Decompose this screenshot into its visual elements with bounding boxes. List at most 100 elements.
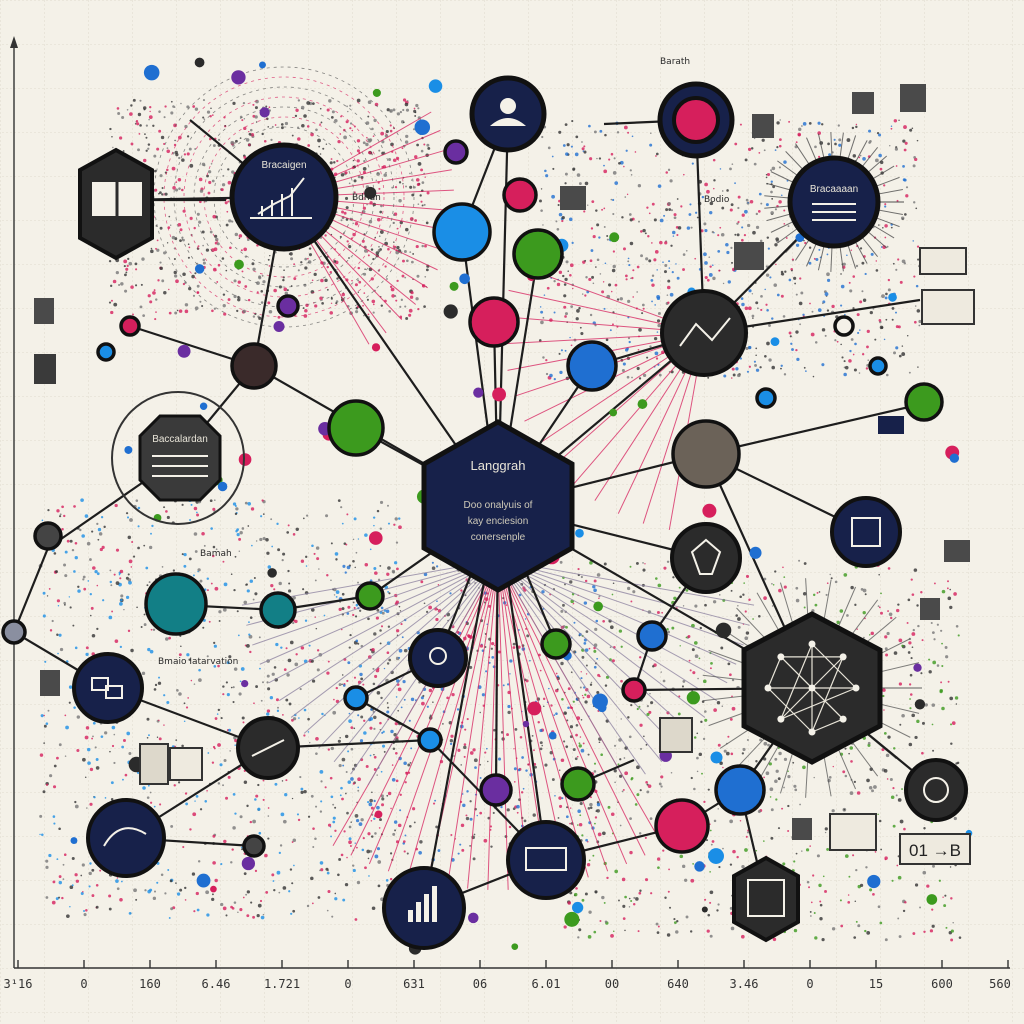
left-badge-node[interactable]: Baccalardan [111,391,245,525]
book-node[interactable] [78,147,154,261]
accent-dot [449,281,459,291]
texture-dot [115,879,119,883]
texture-dot [169,224,172,226]
accent-dot [428,79,443,93]
texture-dot [353,727,356,730]
texture-dot [745,835,748,838]
activity-node[interactable] [86,798,166,878]
texture-dot [744,636,749,641]
person-node[interactable] [469,75,547,153]
texture-dot [884,647,888,651]
texture-dot [803,366,806,369]
network-vertex [808,684,816,692]
texture-dot [402,840,406,843]
texture-dot [329,311,334,315]
spoke [268,559,499,684]
texture-dot [884,205,887,208]
texture-dot [39,833,41,836]
texture-dot [332,803,335,806]
texture-dot [267,565,272,569]
texture-dot [359,672,363,677]
spoke [497,559,646,775]
texture-dot [533,749,535,752]
texture-dot [928,658,931,661]
texture-dot [631,135,634,138]
texture-dot [541,744,543,747]
texture-dot [112,279,117,284]
texture-dot [344,734,349,739]
texture-dot [583,686,586,689]
texture-dot [379,629,382,632]
texture-dot [415,103,419,108]
texture-dot [196,291,199,294]
shield-node[interactable] [670,522,742,594]
texture-dot [755,225,760,230]
texture-dot [473,833,476,836]
spiral-node[interactable] [904,758,968,822]
texture-dot [322,147,325,150]
bar-chart-node[interactable] [382,866,466,950]
texture-dot [427,146,431,150]
texture-dot [254,106,258,110]
texture-dot [462,803,466,808]
texture-dot [580,671,582,673]
right-chart-node[interactable] [660,289,748,377]
network-node[interactable] [741,611,883,765]
texture-dot [539,728,543,733]
texture-dot [260,301,264,304]
award-node[interactable] [408,628,468,688]
texture-dot [507,710,511,715]
texture-dot [420,580,424,584]
texture-dot [901,788,903,790]
texture-dot [692,863,694,865]
texture-dot [169,879,173,883]
texture-dot [824,334,827,337]
texture-dot [111,135,113,138]
texture-dot [682,605,685,607]
texture-dot [789,335,792,338]
texture-dot [575,135,579,139]
texture-dot [864,593,867,596]
small-box [40,670,60,696]
texture-dot [667,279,671,283]
texture-dot [645,781,648,784]
texture-dot [785,237,788,239]
texture-dot [338,683,342,687]
accent-dot [196,873,211,888]
frame-node[interactable] [830,496,902,568]
texture-dot [625,274,628,278]
target-node[interactable] [657,81,735,159]
texture-dot [145,124,148,127]
texture-dot [874,338,877,341]
rider-node[interactable] [236,716,300,780]
texture-dot [707,376,710,379]
screen-node[interactable] [506,820,586,900]
texture-dot [293,263,296,266]
texture-dot [737,625,741,629]
team-node[interactable] [72,652,144,724]
texture-dot [179,228,183,232]
texture-dot [241,119,244,122]
texture-dot [373,817,376,821]
texture-dot [233,294,237,299]
texture-dot [759,738,763,742]
texture-dot [599,273,602,275]
bottom-right-box[interactable]: 01 →B [899,833,971,865]
texture-dot [599,129,603,133]
texture-dot [742,747,746,751]
texture-dot [219,763,223,767]
texture-dot [119,136,123,140]
texture-dot [109,127,112,131]
right-document-node[interactable]: Bracaaaan [787,155,881,249]
texture-dot [433,802,436,805]
gallery-node[interactable] [732,855,800,943]
texture-dot [709,829,712,832]
upper-left-chart-node[interactable]: Bracaigen [229,142,339,252]
texture-dot [222,685,225,688]
texture-dot [89,614,92,617]
texture-dot [195,795,199,798]
texture-dot [248,130,250,133]
central-node[interactable]: Langgrah Doo onalyuis of kay enciesion c… [421,419,575,593]
texture-dot [844,854,849,858]
